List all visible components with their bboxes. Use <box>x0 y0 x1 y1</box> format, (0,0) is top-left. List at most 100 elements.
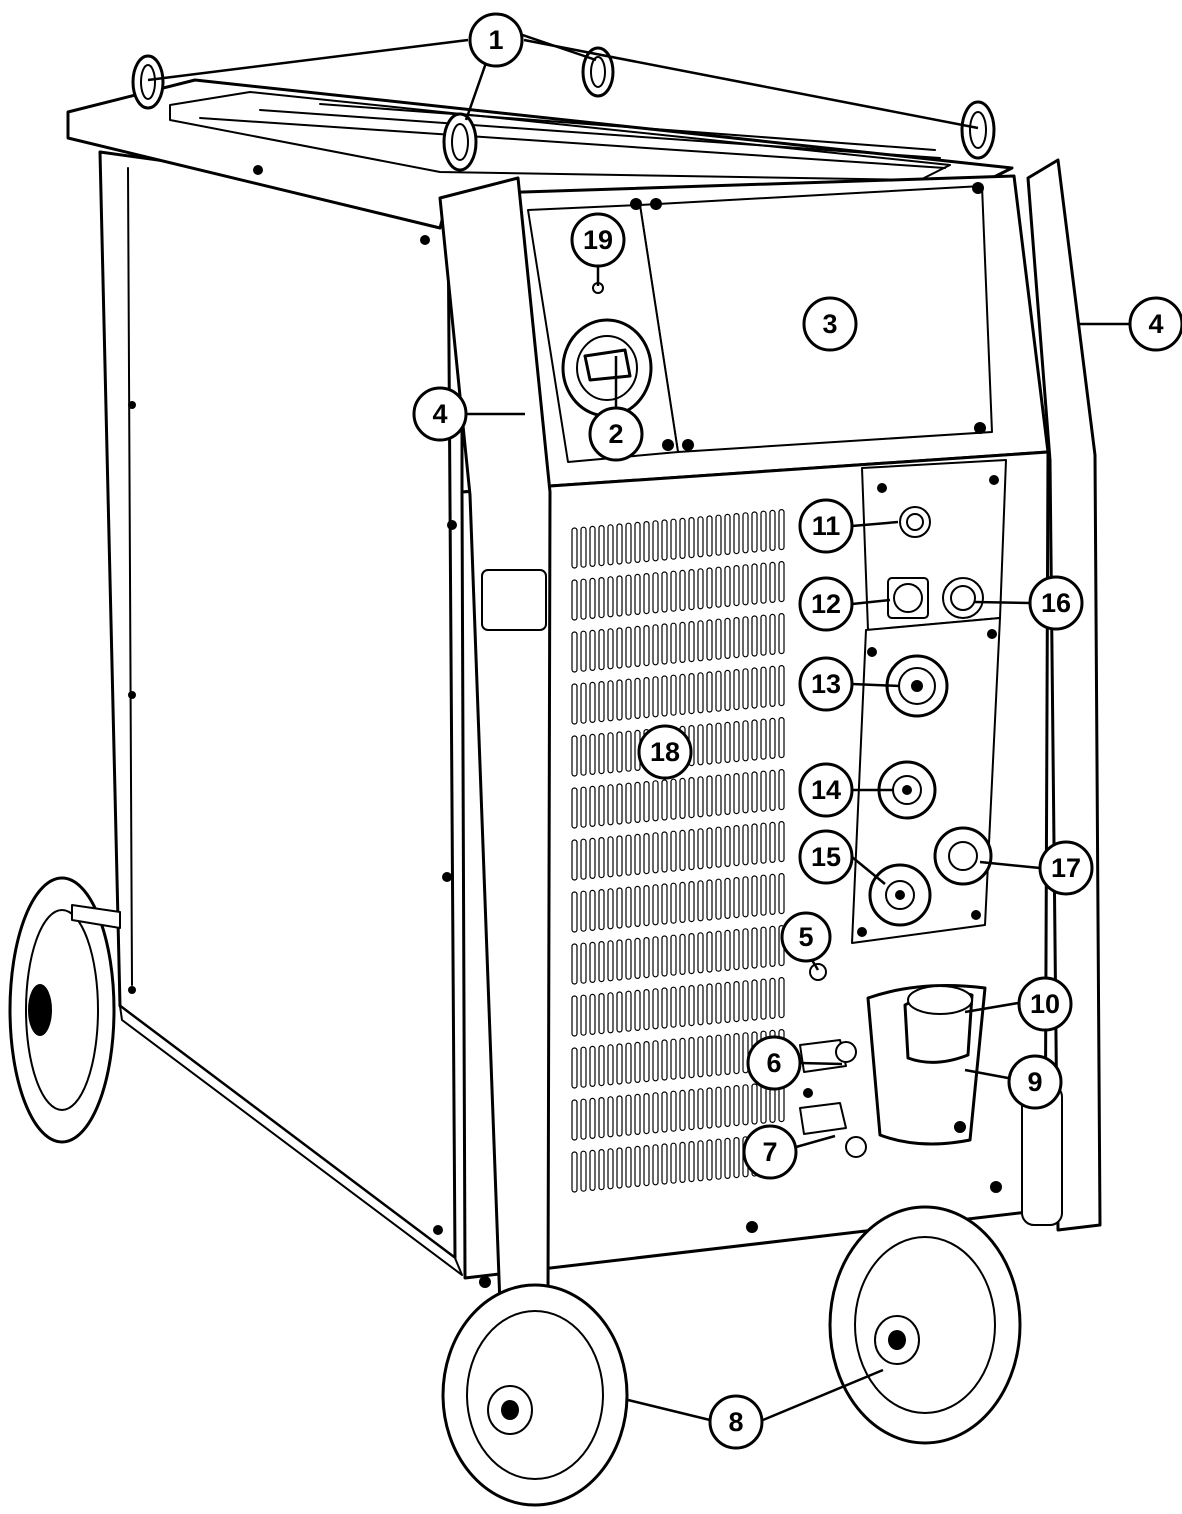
grille-slot <box>769 873 776 916</box>
lifting-eye-2 <box>581 46 615 98</box>
left-handle <box>438 176 552 1307</box>
grille-slot <box>679 1037 686 1080</box>
socket-16 <box>942 577 984 619</box>
rear-wheel <box>8 876 116 1144</box>
grille-slot <box>679 881 686 924</box>
grille-slot <box>724 981 731 1024</box>
grille-slot <box>589 941 596 984</box>
screws <box>128 165 1002 1288</box>
svg-text:10: 10 <box>1030 989 1060 1019</box>
grille-slot <box>643 884 650 927</box>
grille-slot <box>634 833 641 876</box>
grille-slot <box>724 1033 731 1076</box>
grille-slot <box>697 828 704 870</box>
grille-slot <box>733 564 740 607</box>
grille-slot <box>616 731 623 773</box>
grille-slot <box>769 769 776 812</box>
grille-slot <box>661 779 668 821</box>
grille-slot <box>688 828 695 871</box>
grille-slot <box>706 671 713 713</box>
svg-text:4: 4 <box>1148 309 1163 339</box>
callout-8: 8 <box>708 1394 764 1450</box>
grille-slot <box>751 927 758 969</box>
grille-slot <box>634 989 641 1032</box>
grille-slot <box>643 832 650 875</box>
grille-slot <box>670 986 677 1028</box>
grille-slot <box>571 1047 578 1089</box>
grille-slot <box>706 619 713 661</box>
grille-slot <box>634 1093 641 1136</box>
grille-slot <box>733 1084 740 1127</box>
grille-slot <box>778 768 785 811</box>
grille-slot <box>598 1148 605 1191</box>
grille-slot <box>751 979 758 1021</box>
socket-11 <box>899 506 931 538</box>
grille-slot <box>607 836 614 878</box>
grille-slot <box>733 928 740 971</box>
grille-slot <box>724 1137 731 1180</box>
grille-slot <box>760 770 767 812</box>
grille-slot <box>643 624 650 667</box>
grille-slot <box>661 675 668 717</box>
grille-slot <box>751 667 758 709</box>
grille-slot <box>715 930 722 972</box>
grille-slot <box>679 933 686 976</box>
grille-slot <box>580 734 587 776</box>
grille-slot <box>715 514 722 556</box>
svg-text:5: 5 <box>798 922 813 952</box>
grille-slot <box>580 526 587 568</box>
grille-slot <box>778 820 785 863</box>
socket-15 <box>868 863 932 927</box>
grille-slot <box>607 940 614 982</box>
grille-slot <box>652 520 659 562</box>
fitting-5 <box>809 963 827 981</box>
front-wheel-right <box>828 1205 1022 1445</box>
grille-slot <box>634 937 641 980</box>
callout-17: 17 <box>1038 840 1094 896</box>
grille-slot <box>598 836 605 879</box>
grille-slot <box>580 682 587 724</box>
callout-10: 10 <box>1017 976 1073 1032</box>
grille-slot <box>598 1096 605 1139</box>
grille-slot <box>643 780 650 823</box>
grille-slot <box>661 571 668 613</box>
grille-slot <box>742 772 749 814</box>
grille-slot <box>778 664 785 707</box>
ventilation-grille <box>571 509 785 1193</box>
grille-slot <box>742 512 749 554</box>
grille-slot <box>652 624 659 666</box>
grille-slot <box>580 578 587 620</box>
grille-slot <box>688 776 695 819</box>
grille-slot <box>733 512 740 555</box>
grille-slot <box>625 522 632 564</box>
grille-slot <box>607 732 614 774</box>
grille-slot <box>760 926 767 968</box>
grille-slot <box>652 988 659 1030</box>
front-wheel-left <box>441 1283 629 1507</box>
grille-slot <box>643 1092 650 1135</box>
callout-7: 7 <box>742 1124 798 1180</box>
grille-slot <box>607 628 614 670</box>
grille-slot <box>670 830 677 872</box>
grille-slot <box>580 1046 587 1088</box>
grille-slot <box>742 824 749 866</box>
callout-6: 6 <box>746 1035 802 1091</box>
grille-slot <box>670 570 677 612</box>
grille-slot <box>679 1141 686 1184</box>
grille-slot <box>634 1145 641 1188</box>
grille-slot <box>616 523 623 565</box>
grille-slot <box>598 992 605 1035</box>
grille-slot <box>679 1089 686 1132</box>
grille-slot <box>706 515 713 557</box>
grille-slot <box>616 1095 623 1137</box>
callout-5: 5 <box>780 911 832 963</box>
grille-slot <box>760 614 767 656</box>
grille-slot <box>679 621 686 664</box>
grille-slot <box>607 524 614 566</box>
grille-slot <box>760 1082 767 1124</box>
grille-slot <box>733 980 740 1023</box>
grille-slot <box>571 527 578 569</box>
grille-slot <box>634 1041 641 1084</box>
grille-slot <box>661 1039 668 1081</box>
